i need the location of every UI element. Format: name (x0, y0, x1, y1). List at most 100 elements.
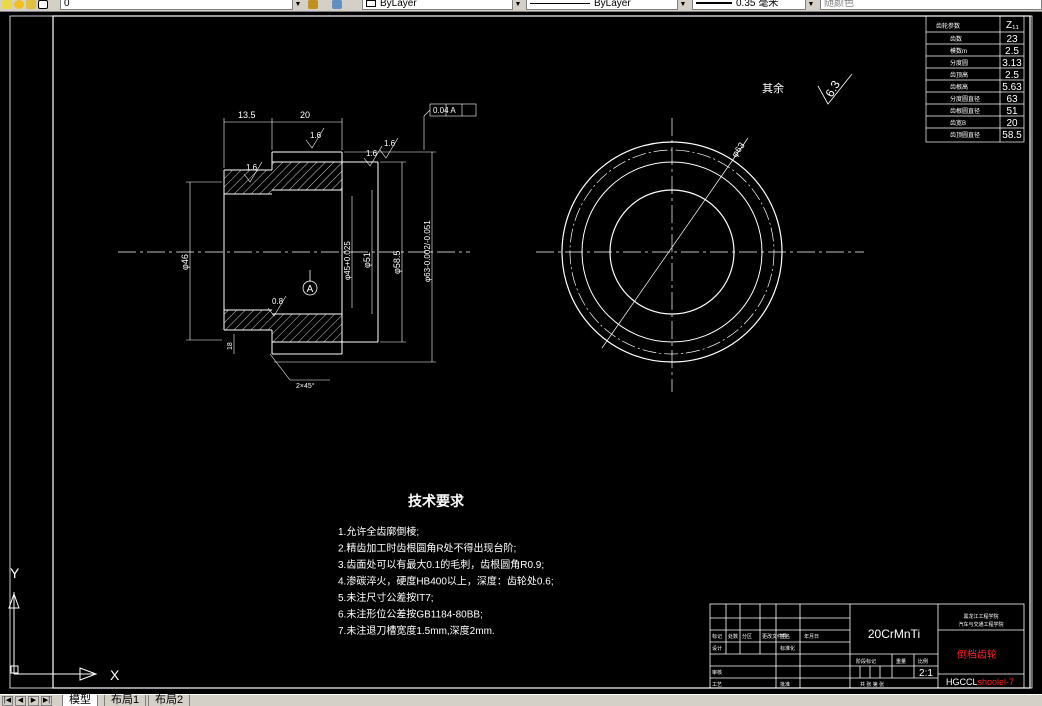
first-tab-button[interactable]: |◀ (2, 696, 13, 706)
layer-previous-icon[interactable] (332, 0, 342, 9)
linetype-dropdown[interactable]: ByLayer (526, 0, 688, 10)
gear-param-value: 51 (1006, 106, 1018, 117)
layout-tab-label: 布局1 (111, 694, 140, 706)
tolerance-frame: 0.04 A (433, 106, 456, 115)
ucs-y-label: Y (10, 565, 20, 581)
dim-13-5: 13.5 (238, 110, 256, 120)
gear-parameter-table (925, 15, 1025, 143)
surface-roughness-value: 6.3 (822, 78, 843, 100)
prev-tab-button[interactable]: ◀ (15, 696, 26, 706)
datum-label: A (307, 284, 314, 295)
layout-tab[interactable]: 模型 (62, 695, 98, 706)
tb-review-label: 审核 (712, 669, 722, 676)
color-dropdown-arrow[interactable]: ▼ (512, 0, 523, 10)
dim-20: 20 (300, 110, 310, 120)
gear-param-value: 63 (1006, 94, 1018, 105)
layer-dropdown-value: 0 (64, 0, 70, 9)
last-tab-button[interactable]: ▶| (41, 696, 52, 706)
title-block-text: 标记 处数 分区 更改文件号 签名 年月日 设计 标准化 审核 工艺 批准 阶段… (712, 633, 928, 688)
tb-date-label: 年月日 (804, 633, 819, 640)
gear-param-name: 齿宽B (950, 119, 966, 127)
gear-param-value: 3.13 (1002, 58, 1022, 69)
tb-process-label: 工艺 (712, 682, 722, 688)
section-view (118, 151, 470, 355)
gear-table-header-right: Z₁₁ (1006, 20, 1019, 31)
gear-param-name: 分度圆 (950, 59, 968, 67)
gear-param-name: 齿根圆直径 (950, 107, 980, 115)
linetype-sample-icon (530, 2, 590, 4)
gear-param-value: 23 (1006, 34, 1018, 45)
tb-count-label: 处数 (728, 633, 738, 640)
tb-part-name: 倒档齿轮 (957, 648, 997, 661)
layer-color-icon[interactable] (38, 0, 48, 9)
tb-docno-label: 更改文件号 (762, 633, 787, 640)
layer-dropdown-arrow[interactable]: ▼ (292, 0, 303, 10)
title-block (709, 603, 1025, 689)
roughness-1-6-d: 1.6 (246, 163, 258, 172)
gear-param-value: 2.5 (1005, 46, 1019, 57)
section-dim-text: 13.5 20 0.04 A 1.6 1.6 1.6 1.6 0.8 φ46 φ… (180, 106, 456, 390)
gear-param-value: 2.5 (1005, 70, 1019, 81)
layout-tab[interactable]: 布局1 (104, 694, 147, 706)
linetype-dropdown-arrow[interactable]: ▼ (677, 0, 688, 10)
gear-param-name: 齿顶高 (950, 71, 968, 79)
tb-stage-label: 阶段标记 (856, 658, 876, 665)
layer-make-current-icon[interactable] (308, 0, 318, 9)
dim-18: 18 (227, 342, 234, 350)
next-tab-button[interactable]: ▶ (28, 696, 39, 706)
tb-drawing-no-suffix: shoolel-7 (978, 677, 1015, 687)
sun-icon[interactable] (14, 0, 24, 9)
tech-req-title: 技术要求 (408, 493, 465, 509)
ucs-icon (8, 592, 98, 681)
gear-param-name: 齿数 (950, 35, 962, 43)
chamfer-note: 2×45° (296, 382, 315, 390)
lineweight-dropdown-arrow[interactable]: ▼ (805, 0, 816, 10)
tech-req-item: 1.允许全齿廓倒棱; (338, 525, 419, 538)
light-bulb-icon[interactable] (2, 0, 12, 9)
tb-zone-label: 分区 (742, 633, 752, 640)
tech-req-item: 5.未注尺寸公差按IT7; (338, 591, 434, 604)
tb-sign-label: 签名 (780, 633, 790, 640)
roughness-1-6-b: 1.6 (384, 139, 396, 148)
gear-param-value: 58.5 (1002, 130, 1022, 141)
tb-scale-value: 2:1 (919, 668, 933, 679)
dim-phi51: φ51 (362, 252, 372, 268)
surface-roughness-note: 其余 6.3 (762, 73, 853, 105)
plotstyle-dropdown[interactable]: 随颜色 (820, 0, 1042, 10)
plotstyle-dropdown-value: 随颜色 (824, 0, 854, 9)
tb-sheet-label: 共 张 第 张 (860, 681, 884, 688)
gear-param-value: 5.63 (1002, 82, 1022, 93)
end-view (536, 118, 864, 392)
lineweight-dropdown[interactable]: 0.35 毫米 (692, 0, 816, 10)
gear-param-name: 分度圆直径 (950, 95, 980, 103)
datum-marker: A (302, 270, 318, 296)
color-dropdown[interactable]: ByLayer (362, 0, 522, 10)
gear-table-header-left: 齿轮参数 (936, 22, 960, 30)
model-space-canvas[interactable]: A 13.5 20 0.04 A 1.6 1.6 1.6 1.6 0.8 φ46… (0, 12, 1042, 694)
tb-std-label: 标准化 (780, 645, 795, 652)
dim-phi58-5: φ58.5 (392, 251, 402, 274)
layout-tab[interactable]: 布局2 (148, 695, 191, 706)
tb-material: 20CrMnTi (868, 627, 920, 641)
tb-weight-label: 重量 (896, 658, 906, 665)
tech-req-item: 3.齿面处可以有最大0.1的毛刺，齿根圆角R0.9; (338, 558, 544, 571)
section-dimensions (186, 103, 477, 381)
linetype-dropdown-value: ByLayer (594, 0, 631, 9)
tech-req-item: 6.未注形位公差按GB1184-80BB; (338, 608, 483, 621)
roughness-1-6-a: 1.6 (310, 131, 322, 140)
roughness-1-6-c: 1.6 (366, 149, 378, 158)
gear-param-value: 20 (1006, 118, 1018, 129)
tb-drawing-no-main: HGCCL (946, 677, 978, 687)
tb-org-line2: 汽车与交通工程学院 (958, 621, 1003, 628)
dim-phi45: φ45+0.025 (343, 241, 352, 280)
tb-org-line1: 黑龙江工程学院 (963, 613, 998, 620)
gear-param-name: 模数m (950, 47, 967, 55)
tb-drawing-no: HGCCLshoolel-7 (946, 677, 1014, 687)
tb-scale-label: 比例 (918, 658, 928, 665)
tech-req-item: 4.渗碳淬火，硬度HB400以上，深度：齿轮处0.6; (338, 575, 554, 588)
lock-icon[interactable] (26, 0, 36, 9)
color-swatch-icon (366, 0, 376, 7)
layer-dropdown[interactable]: 0 (60, 0, 303, 10)
gear-param-name: 齿根高 (950, 83, 968, 91)
dim-phi46: φ46 (180, 254, 190, 270)
